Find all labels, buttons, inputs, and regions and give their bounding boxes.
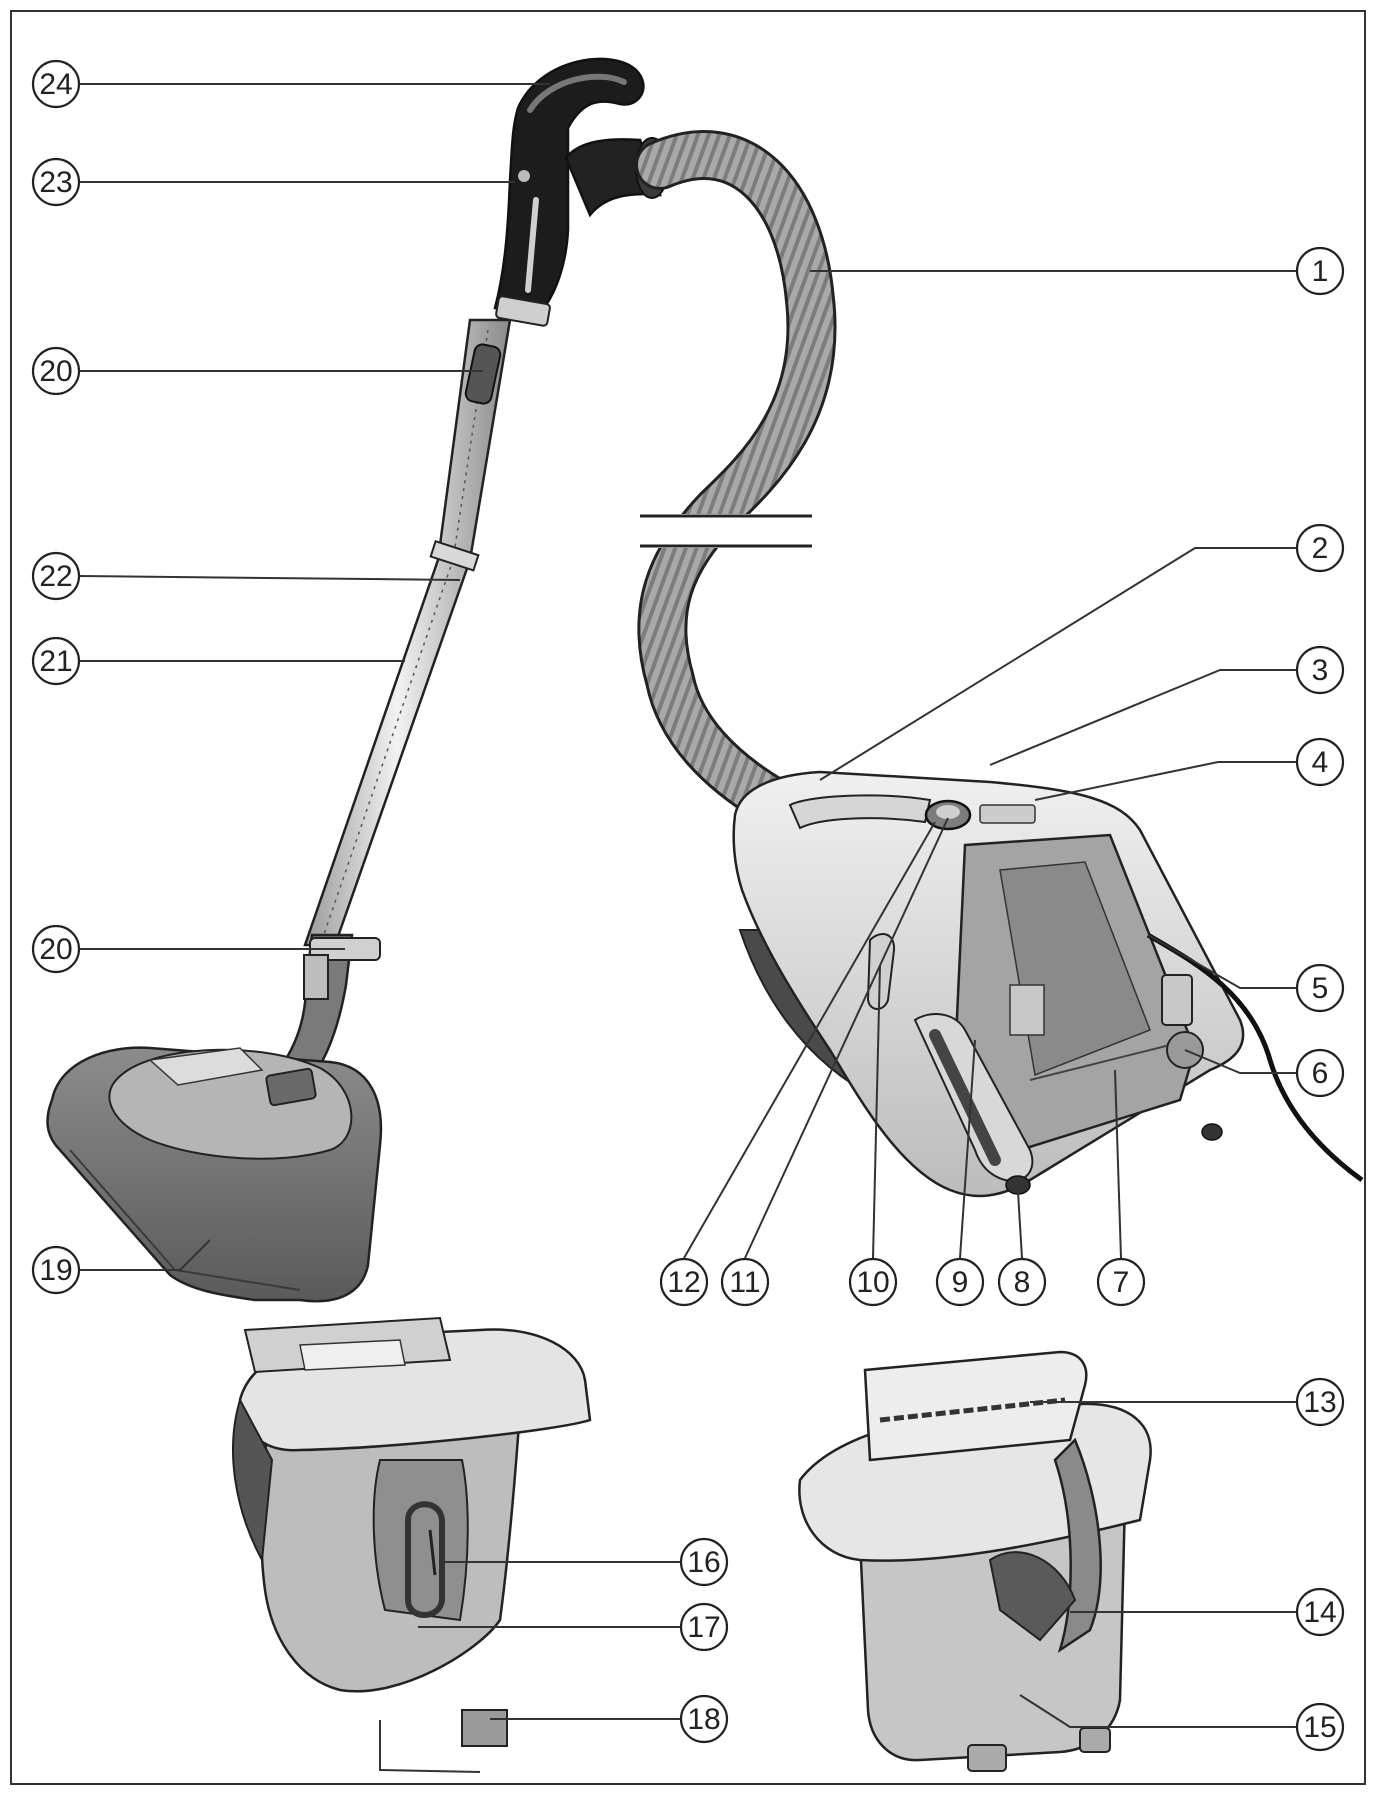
callout-14-label: 14: [1303, 1596, 1336, 1629]
callout-18-label: 18: [687, 1703, 720, 1736]
callout-19: 19: [31, 1245, 81, 1295]
callout-12: 12: [659, 1257, 709, 1307]
callout-12-label: 12: [667, 1266, 700, 1299]
callout-2: 2: [1295, 523, 1345, 573]
leader-lines: [79, 83, 1297, 1728]
callout-16: 16: [679, 1537, 729, 1587]
callout-13-label: 13: [1303, 1386, 1336, 1419]
leader-10: [872, 964, 881, 1259]
callout-7: 7: [1096, 1257, 1146, 1307]
leader-3: [989, 669, 1297, 766]
leader-4: [1034, 761, 1297, 801]
callout-3-label: 3: [1312, 654, 1329, 687]
leader-8: [1017, 1191, 1023, 1259]
callout-13: 13: [1295, 1377, 1345, 1427]
callout-20-lower-label: 20: [39, 933, 72, 966]
callout-9-label: 9: [952, 1266, 969, 1299]
callout-8-label: 8: [1014, 1266, 1031, 1299]
leader-2: [819, 547, 1297, 781]
callout-19-label: 19: [39, 1254, 72, 1287]
leader-5: [1147, 934, 1297, 989]
callout-22-label: 22: [39, 560, 72, 593]
leader-19: [80, 1239, 211, 1271]
callout-7-label: 7: [1113, 1266, 1130, 1299]
callout-20-lower: 20: [31, 924, 81, 974]
callout-2-label: 2: [1312, 532, 1329, 565]
callout-22: 22: [31, 551, 81, 601]
leader-15: [1019, 1694, 1297, 1728]
callout-6: 6: [1295, 1048, 1345, 1098]
callout-21: 21: [31, 636, 81, 686]
callout-3: 3: [1295, 645, 1345, 695]
callout-1-label: 1: [1312, 255, 1329, 288]
callout-17-label: 17: [687, 1611, 720, 1644]
callout-15-label: 15: [1303, 1711, 1336, 1744]
callout-4: 4: [1295, 737, 1345, 787]
callout-8: 8: [997, 1257, 1047, 1307]
leader-6: [1184, 1049, 1297, 1074]
callout-20-upper: 20: [31, 346, 81, 396]
callout-10: 10: [848, 1257, 898, 1307]
callout-18: 18: [679, 1694, 729, 1744]
callout-23: 23: [31, 157, 81, 207]
callout-23-label: 23: [39, 166, 72, 199]
leader-9: [959, 1039, 976, 1259]
callout-5: 5: [1295, 963, 1345, 1013]
callout-9: 9: [935, 1257, 985, 1307]
callout-14: 14: [1295, 1587, 1345, 1637]
callout-20-upper-label: 20: [39, 355, 72, 388]
callout-11-label: 11: [729, 1266, 760, 1299]
callout-5-label: 5: [1312, 972, 1329, 1005]
callout-1: 1: [1295, 246, 1345, 296]
leader-7: [1114, 1069, 1122, 1259]
callout-24-label: 24: [39, 68, 72, 101]
callout-21-label: 21: [39, 645, 72, 678]
callout-17: 17: [679, 1602, 729, 1652]
tube-joint-ring: [429, 540, 480, 572]
leader-12: [683, 821, 936, 1259]
leader-11: [744, 817, 949, 1259]
dust-container-left: [232, 1316, 592, 1773]
callout-16-label: 16: [687, 1546, 720, 1579]
callout-4-label: 4: [1312, 746, 1329, 779]
callout-10-label: 10: [856, 1266, 889, 1299]
dust-container-right: [798, 1350, 1152, 1772]
callout-15: 15: [1295, 1702, 1345, 1752]
suction-hose: [630, 130, 837, 825]
leader-22: [79, 575, 461, 581]
callout-24: 24: [31, 59, 81, 109]
callout-11: 11: [720, 1257, 770, 1307]
callout-6-label: 6: [1312, 1057, 1329, 1090]
